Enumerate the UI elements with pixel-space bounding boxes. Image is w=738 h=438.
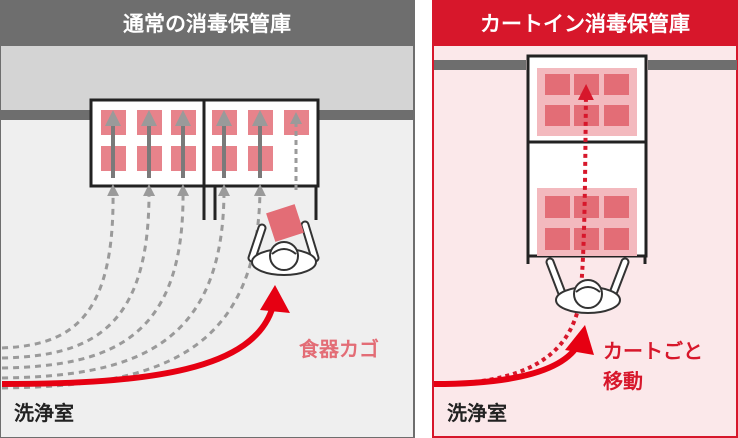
dish-basket-icon <box>604 196 629 218</box>
dish-basket-icon <box>574 196 599 218</box>
dish-basket-icon <box>545 74 570 95</box>
wall-edge-right <box>648 60 737 70</box>
arrow-icon <box>565 325 594 355</box>
panel-cartin-header <box>433 0 738 46</box>
wall-edge-left <box>1 110 91 120</box>
annotation-move-cart-line1: カートごと <box>603 339 703 363</box>
dish-basket-icon <box>574 74 599 95</box>
panel-normal-header <box>0 0 414 46</box>
cart-in-cabinet <box>526 54 648 264</box>
dish-basket-icon <box>604 105 629 126</box>
panel-cartin-title: カートイン消毒保管庫 <box>480 12 690 36</box>
storage-cabinet <box>89 98 320 220</box>
main-route-arrow <box>1 305 276 387</box>
wall-edge-left <box>434 60 526 70</box>
room-label-washing: 洗浄室 <box>447 401 507 425</box>
person-topdown-icon <box>247 220 320 276</box>
annotation-move-cart-line2: 移動 <box>603 369 643 393</box>
annotation-dish-basket: 食器カゴ <box>299 337 379 361</box>
dish-basket-icon <box>604 228 629 250</box>
dish-basket-icon <box>574 228 599 250</box>
dish-basket-icon <box>604 74 629 95</box>
panel-cart-in-storage: カートイン消毒保管庫 <box>432 0 738 438</box>
dish-basket-icon <box>545 105 570 126</box>
panel-normal-title: 通常の消毒保管庫 <box>123 12 291 36</box>
arrow-icon <box>260 285 290 313</box>
dish-basket-icon <box>545 228 570 250</box>
main-route-arrow <box>433 343 581 387</box>
panel-normal-storage: 通常の消毒保管庫 <box>0 0 415 438</box>
wall-edge-right <box>318 110 413 120</box>
person-topdown-icon <box>545 257 630 314</box>
dish-basket-icon <box>545 196 570 218</box>
dish-basket-icon <box>266 204 304 242</box>
room-label-washing: 洗浄室 <box>14 401 74 425</box>
